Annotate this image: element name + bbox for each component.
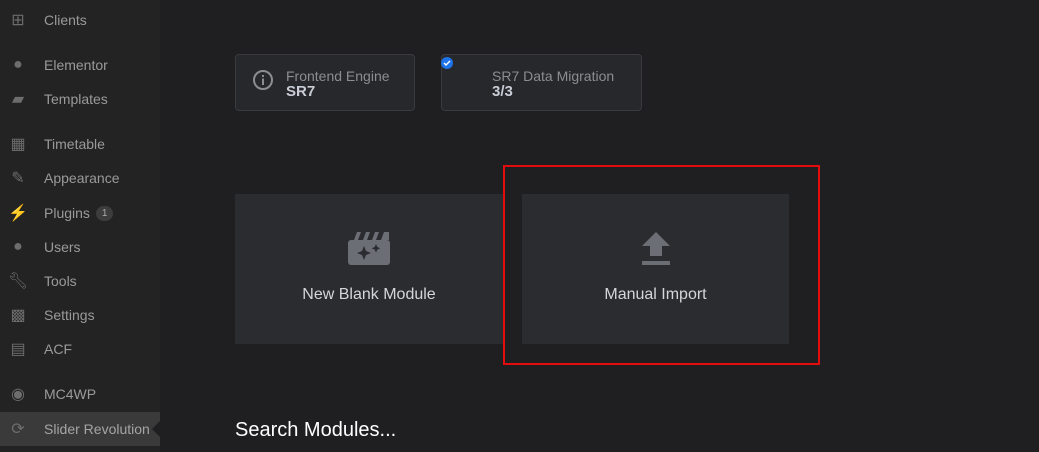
frontend-engine-title: Frontend Engine <box>286 68 390 84</box>
data-migration-card: SR7 Data Migration 3/3 <box>441 54 642 111</box>
grid-icon: ⊞ <box>11 12 25 29</box>
wrench-icon: 🔧︎ <box>7 273 29 290</box>
manual-import-button[interactable]: Manual Import <box>522 194 789 344</box>
sidebar-item-tools[interactable]: 🔧︎ Tools <box>0 264 160 298</box>
sidebar-item-plugins[interactable]: ⚡ Plugins 1 <box>0 196 160 230</box>
sidebar-item-templates[interactable]: ▰ Templates <box>0 82 160 116</box>
settings-icon: ▩ <box>10 307 26 324</box>
data-migration-value: 3/3 <box>492 83 513 100</box>
frontend-engine-card: Frontend Engine SR7 <box>235 54 415 111</box>
sidebar-item-label: Elementor <box>44 57 108 73</box>
sidebar-item-clients[interactable]: ⊞ Clients <box>0 3 160 37</box>
sidebar-item-label: Timetable <box>44 136 105 152</box>
sidebar-item-slider-revolution[interactable]: ⟳ Slider Revolution <box>0 412 160 446</box>
new-blank-module-label: New Blank Module <box>302 286 436 303</box>
sidebar-item-label: Appearance <box>44 170 120 186</box>
paintbrush-icon: ✎ <box>11 170 25 187</box>
sidebar-item-label: Plugins <box>44 205 90 221</box>
update-count-badge: 1 <box>95 205 114 221</box>
sidebar-item-elementor[interactable]: ● Elementor <box>0 48 160 82</box>
sidebar-item-label: Users <box>44 239 81 255</box>
sidebar-item-label: Slider Revolution <box>44 421 150 437</box>
sidebar-item-label: Tools <box>44 273 77 289</box>
sidebar-item-timetable[interactable]: ▦ Timetable <box>0 127 160 161</box>
new-blank-module-button[interactable]: New Blank Module <box>235 194 503 344</box>
frontend-engine-value: SR7 <box>286 83 316 100</box>
info-icon <box>253 70 273 90</box>
sidebar-item-mc4wp[interactable]: ◉ MC4WP <box>0 377 160 411</box>
highlight-box <box>503 165 820 365</box>
acf-icon: ▤ <box>10 341 26 358</box>
mc4wp-icon: ◉ <box>11 386 25 403</box>
refresh-icon: ⟳ <box>11 421 25 438</box>
sidebar-item-settings[interactable]: ▩ Settings <box>0 298 160 332</box>
sidebar-item-acf[interactable]: ▤ ACF <box>0 332 160 366</box>
sidebar-item-appearance[interactable]: ✎ Appearance <box>0 161 160 195</box>
check-icon <box>441 57 453 69</box>
data-migration-title: SR7 Data Migration <box>492 68 615 84</box>
sidebar-item-label: MC4WP <box>44 386 97 402</box>
clapperboard-sparkle-icon <box>348 232 390 265</box>
sidebar-item-label: Templates <box>44 91 108 107</box>
user-icon: ● <box>13 238 23 255</box>
sidebar-item-label: Settings <box>44 307 95 323</box>
sidebar-item-label: ACF <box>44 341 72 357</box>
folder-icon: ▰ <box>11 91 25 108</box>
sidebar-item-users[interactable]: ● Users <box>0 230 160 264</box>
admin-sidebar: ⊞ Clients ● Elementor ▰ Templates ▦ Timetabl… <box>0 0 160 452</box>
elementor-icon: ● <box>13 56 23 73</box>
search-modules-heading: Search Modules... <box>235 419 397 441</box>
upload-icon <box>641 232 670 265</box>
sidebar-item-label: Clients <box>44 12 87 28</box>
manual-import-label: Manual Import <box>604 286 707 303</box>
plug-icon: ⚡ <box>8 205 28 222</box>
calendar-icon: ▦ <box>10 136 26 153</box>
